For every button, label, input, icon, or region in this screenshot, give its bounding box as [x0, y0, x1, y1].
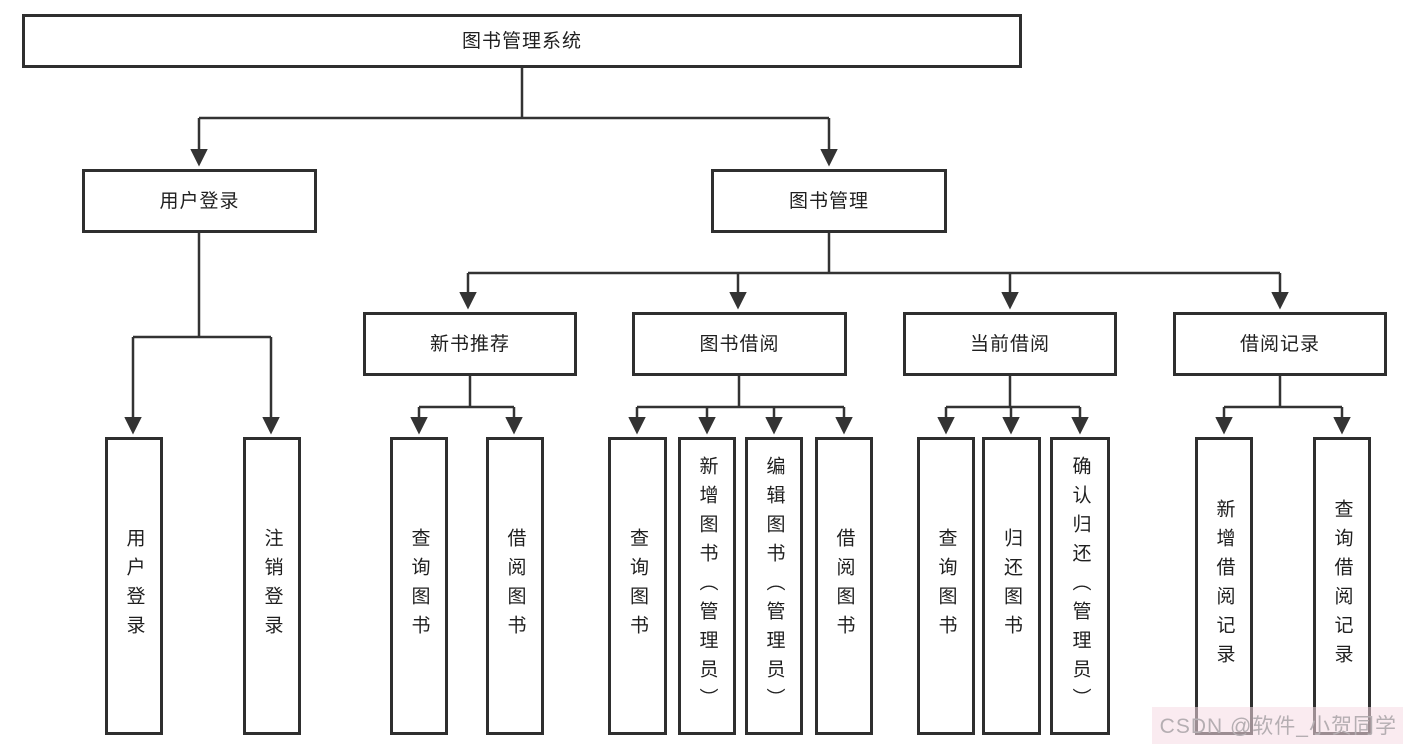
csdn-watermark: CSDN @软件_小贺同学 — [1151, 707, 1403, 744]
node-add-book-admin: 新增图书（管理员） — [678, 437, 736, 735]
node-edit-book-admin: 编辑图书（管理员） — [745, 437, 803, 735]
node-return-book: 归还图书 — [982, 437, 1041, 735]
node-login: 用户登录 — [105, 437, 163, 735]
node-confirm-return-admin: 确认归还（管理员） — [1050, 437, 1110, 735]
node-new-book-recommend: 新书推荐 — [363, 312, 577, 376]
node-borrow-books-recommend: 借阅图书 — [486, 437, 544, 735]
node-logout: 注销登录 — [243, 437, 301, 735]
node-book-borrowing: 图书借阅 — [632, 312, 847, 376]
node-root: 图书管理系统 — [22, 14, 1022, 68]
node-borrow-books-borrowing: 借阅图书 — [815, 437, 873, 735]
node-current-borrowing: 当前借阅 — [903, 312, 1117, 376]
node-book-management: 图书管理 — [711, 169, 947, 233]
node-borrowing-records: 借阅记录 — [1173, 312, 1387, 376]
node-user-login: 用户登录 — [82, 169, 317, 233]
node-query-books-recommend: 查询图书 — [390, 437, 448, 735]
node-query-books-current: 查询图书 — [917, 437, 975, 735]
node-add-borrow-record: 新增借阅记录 — [1195, 437, 1253, 735]
node-query-books-borrowing: 查询图书 — [608, 437, 667, 735]
node-query-borrow-record: 查询借阅记录 — [1313, 437, 1371, 735]
